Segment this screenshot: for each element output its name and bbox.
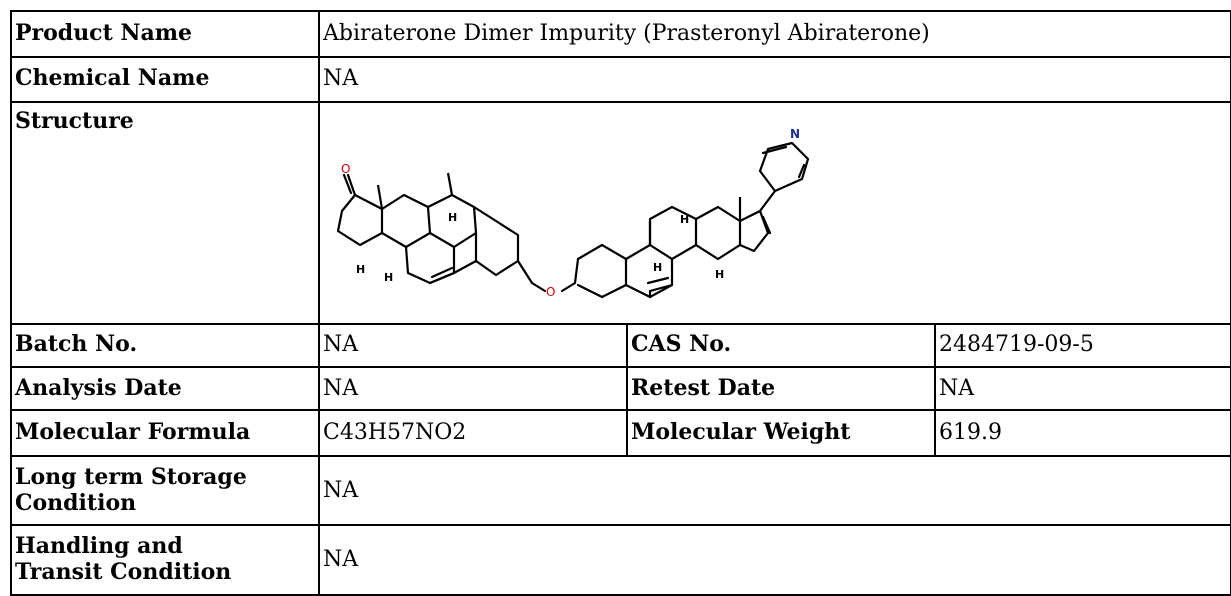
- retest-date-value: NA: [934, 365, 1231, 412]
- row-chemical-name: Chemical Name NA: [10, 55, 1231, 104]
- storage-label: Long term Storage Condition: [10, 454, 320, 527]
- molecular-weight-label: Molecular Weight: [626, 409, 936, 457]
- storage-label-line2: Condition: [15, 489, 137, 516]
- ketone-oxygen-label: O: [341, 162, 350, 176]
- structure-cell: O O N H H H H H H: [318, 101, 1231, 325]
- cas-no-label: CAS No.: [626, 322, 936, 369]
- molecular-formula-label: Molecular Formula: [10, 409, 320, 457]
- storage-label-line1: Long term Storage: [15, 463, 247, 490]
- product-name-value: Abiraterone Dimer Impurity (Prasteronyl …: [318, 10, 1231, 58]
- analysis-date-label: Analysis Date: [10, 365, 320, 412]
- hydrogen-label-4: H: [680, 213, 689, 226]
- storage-value: NA: [318, 454, 1231, 527]
- handling-label-line2: Transit Condition: [15, 559, 232, 586]
- row-batch-cas: Batch No. NA CAS No. 2484719-09-5: [10, 322, 1231, 369]
- structure-image: O O N H H H H H H: [320, 113, 1230, 313]
- hydrogen-label-5: H: [653, 261, 662, 274]
- row-dates: Analysis Date NA Retest Date NA: [10, 365, 1231, 412]
- handling-value: NA: [318, 524, 1231, 596]
- ether-oxygen-label: O: [546, 285, 555, 299]
- chemical-name-label: Chemical Name: [10, 55, 320, 104]
- molecular-weight-value: 619.9: [934, 409, 1231, 457]
- row-storage: Long term Storage Condition NA: [10, 454, 1231, 527]
- row-product-name: Product Name Abiraterone Dimer Impurity …: [10, 10, 1231, 58]
- row-structure: Structure: [10, 101, 1231, 325]
- cas-no-value: 2484719-09-5: [934, 322, 1231, 369]
- row-formula-weight: Molecular Formula C43H57NO2 Molecular We…: [10, 409, 1231, 457]
- product-name-label: Product Name: [10, 10, 320, 58]
- row-handling: Handling and Transit Condition NA: [10, 524, 1231, 596]
- retest-date-label: Retest Date: [626, 365, 936, 412]
- analysis-date-value: NA: [318, 365, 628, 412]
- chemical-name-value: NA: [318, 55, 1231, 104]
- molecular-formula-value: C43H57NO2: [318, 409, 628, 457]
- hydrogen-label-3: H: [448, 211, 457, 224]
- structure-label: Structure: [10, 101, 320, 325]
- product-spec-table: Product Name Abiraterone Dimer Impurity …: [10, 10, 1231, 596]
- hydrogen-label-2: H: [384, 271, 393, 284]
- chemical-structure-drawing: O O N H H H H H H: [336, 127, 810, 299]
- hydrogen-label-6: H: [715, 268, 724, 281]
- batch-no-value: NA: [318, 322, 628, 369]
- handling-label: Handling and Transit Condition: [10, 524, 320, 596]
- hydrogen-label-1: H: [356, 263, 365, 276]
- handling-label-line1: Handling and: [15, 533, 183, 560]
- batch-no-label: Batch No.: [10, 322, 320, 369]
- nitrogen-label: N: [790, 127, 800, 141]
